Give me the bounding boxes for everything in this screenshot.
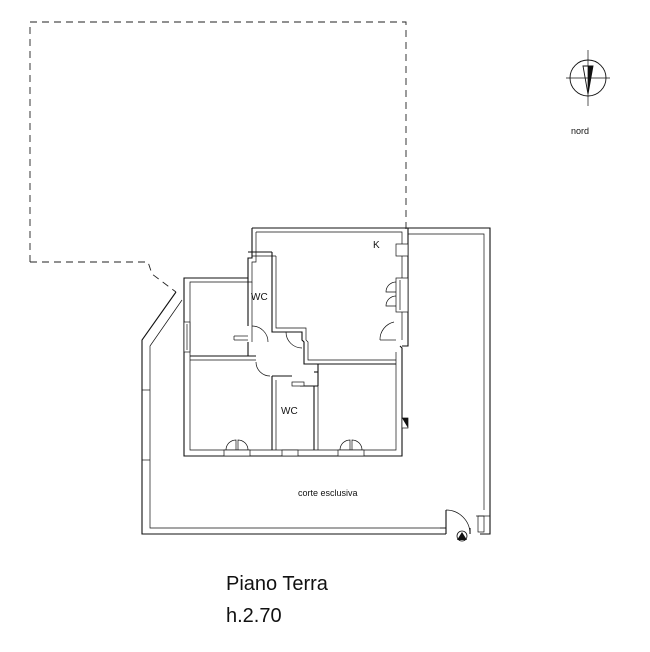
courtyard-gate [440,509,471,535]
windows [183,243,409,457]
entrance-marker-icon [456,530,468,542]
courtyard-label: corte esclusiva [298,488,358,498]
floor-title: Piano Terra [226,573,329,595]
apartment-walls [183,227,409,457]
floor-height: h.2.70 [226,605,282,627]
courtyard-boundary [141,227,491,535]
compass-label: nord [571,126,589,136]
north-compass-icon [566,50,610,106]
terrace-dashed-diagonal [30,261,177,293]
room-label-wc-upper: WC [251,292,268,303]
door-swings [233,321,396,377]
room-label-wc-lower: WC [281,406,298,417]
terrace-dashed-outline [29,21,407,262]
room-label-kitchen: K [373,240,380,251]
